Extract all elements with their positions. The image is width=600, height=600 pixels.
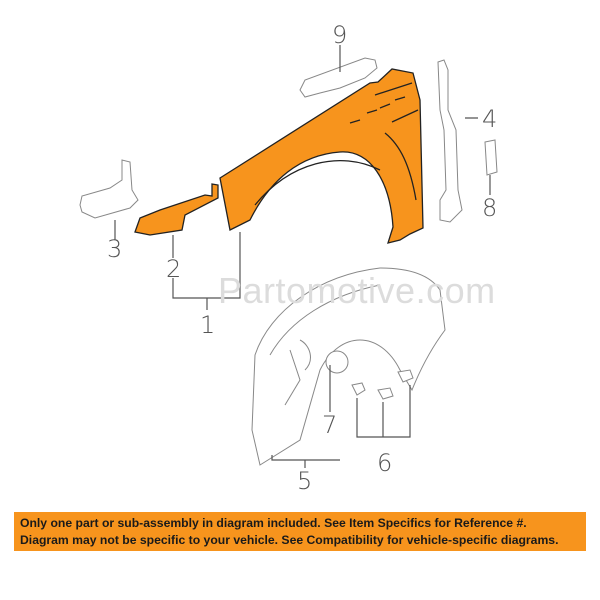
- liner-detail: [269, 284, 381, 406]
- liner-part-5: [251, 267, 446, 466]
- bracket-part-2: [134, 183, 219, 236]
- fender-vents: [254, 82, 419, 206]
- callout-9: 9: [332, 21, 348, 49]
- callout-5: 5: [297, 467, 313, 495]
- callout-7: 7: [322, 411, 338, 439]
- seal-part-4: [437, 59, 463, 223]
- fender-part-1: [219, 68, 424, 244]
- leader-lines: [114, 45, 491, 468]
- callout-4: 4: [482, 105, 498, 133]
- callout-6: 6: [377, 449, 393, 477]
- watermark: Partomotive.com: [218, 270, 496, 311]
- plug-part-7: [325, 350, 349, 374]
- disclaimer-line-2: Diagram may not be specific to your vehi…: [20, 533, 559, 547]
- disclaimer-banner: Only one part or sub-assembly in diagram…: [14, 512, 586, 551]
- clip-part-6: [351, 369, 414, 400]
- disclaimer-line-1: Only one part or sub-assembly in diagram…: [20, 516, 527, 530]
- callout-8: 8: [482, 194, 498, 222]
- callout-1: 1: [200, 311, 216, 339]
- callout-3: 3: [107, 235, 123, 263]
- callout-2: 2: [166, 255, 182, 283]
- bracket-part-9: [299, 57, 378, 98]
- insulator-part-8: [484, 139, 498, 176]
- bracket-part-3: [79, 159, 139, 219]
